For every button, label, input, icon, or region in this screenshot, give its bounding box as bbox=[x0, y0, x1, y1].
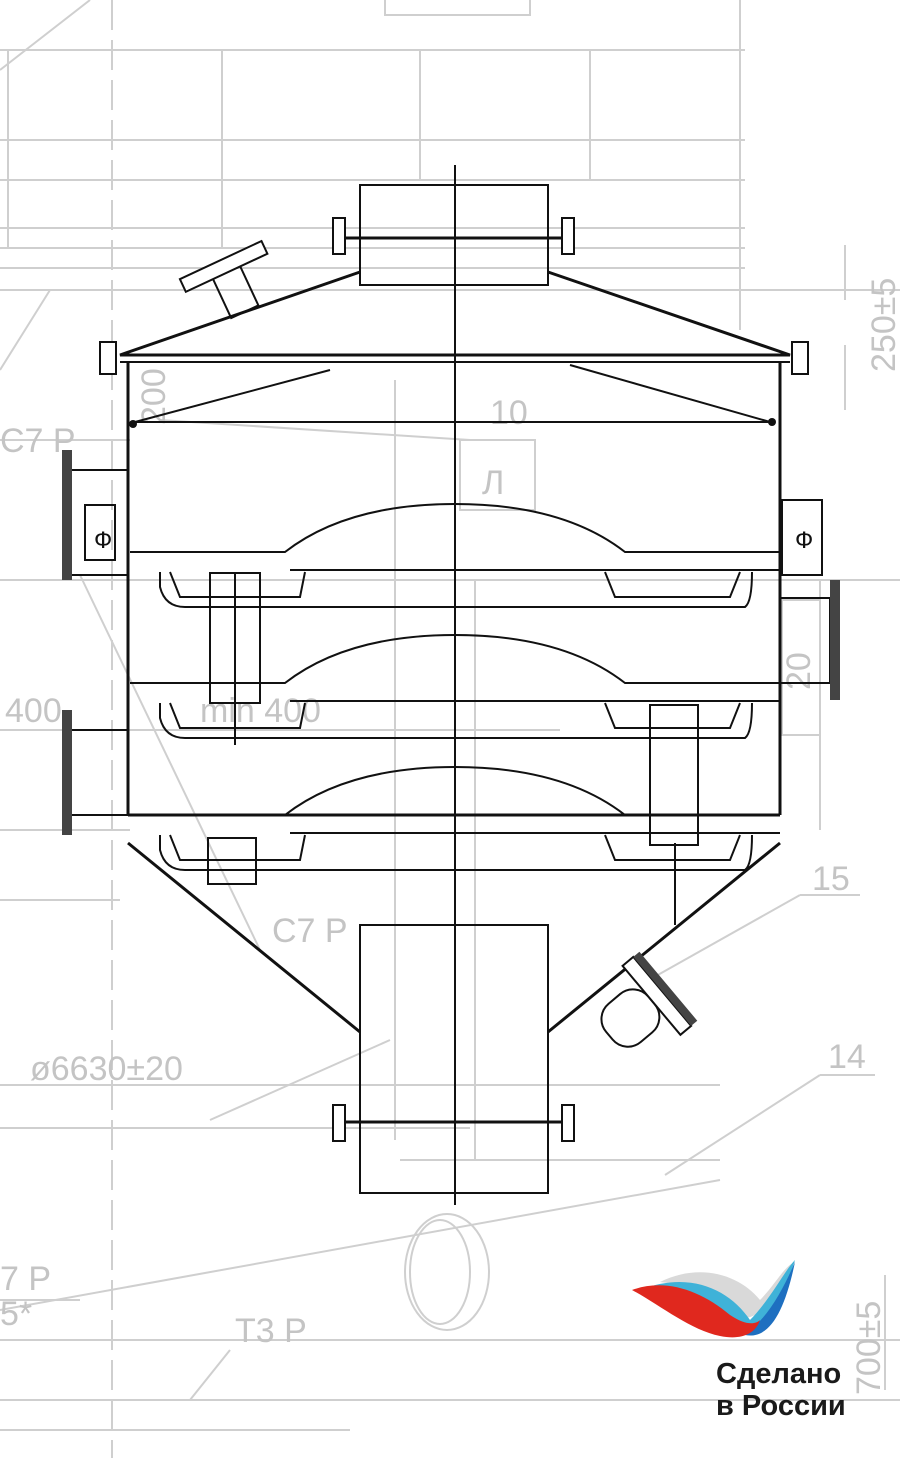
label-section: Л bbox=[482, 464, 504, 502]
label-200: 200 bbox=[135, 368, 173, 425]
dimension-labels: 250±5 200 10 Л С7 Р 400 min 400 20 15 14… bbox=[0, 278, 900, 1395]
vessel-drawing: Ф Ф bbox=[62, 165, 840, 1205]
logo-line-2: в России bbox=[716, 1390, 846, 1422]
label-7p: 7 Р bbox=[0, 1260, 51, 1298]
label-t3p: Т3 Р bbox=[235, 1312, 307, 1350]
label-700: 700±5 bbox=[850, 1301, 888, 1395]
logo-red-stripe bbox=[632, 1285, 760, 1338]
tray-1 bbox=[130, 502, 780, 608]
logo-white-stripe bbox=[660, 1262, 795, 1319]
label-250: 250±5 bbox=[865, 278, 900, 372]
label-15: 15 bbox=[812, 860, 850, 898]
logo-caption: Сделано в России bbox=[716, 1358, 846, 1422]
logo-cyan-stripe bbox=[640, 1260, 795, 1329]
logo-line-1: Сделано bbox=[716, 1358, 842, 1390]
label-c7p-center: С7 Р bbox=[272, 912, 348, 950]
hatch-mark-left: Ф bbox=[94, 527, 112, 554]
tray-2 bbox=[130, 633, 780, 739]
label-star: 5* bbox=[0, 1295, 32, 1333]
label-10: 10 bbox=[490, 394, 528, 432]
tray-3 bbox=[130, 765, 780, 871]
label-400: 400 bbox=[5, 692, 62, 730]
label-14: 14 bbox=[828, 1038, 866, 1076]
label-diameter: ø6630±20 bbox=[30, 1050, 183, 1088]
hatch-mark-right: Ф bbox=[795, 527, 813, 554]
